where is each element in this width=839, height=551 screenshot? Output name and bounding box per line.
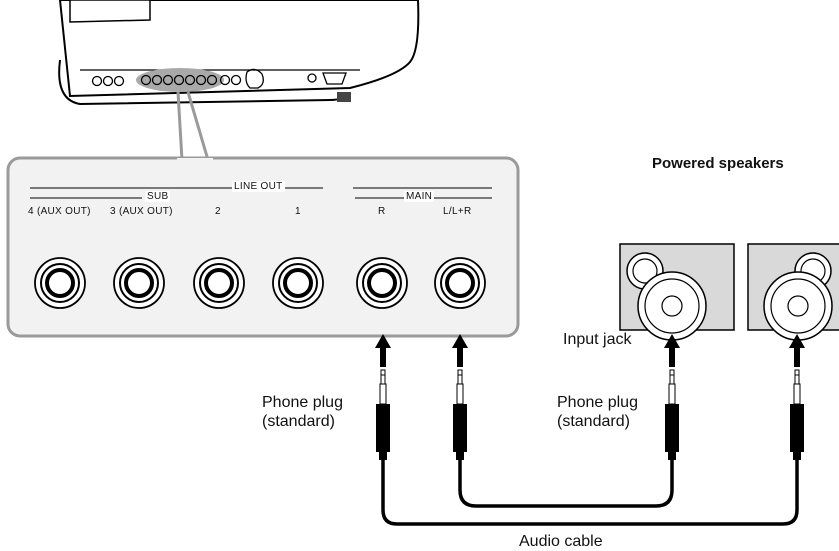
jack-4-aux [34,257,86,309]
jack-main-l [434,257,486,309]
audio-cables [381,460,799,526]
speakers-title: Powered speakers [652,155,784,172]
audio-cable-label: Audio cable [519,533,603,550]
plug-3 [665,369,679,460]
plug-2 [453,369,467,460]
speaker-left [619,243,735,341]
plug-label-left-1: Phone plug [262,394,343,411]
plug-4 [790,369,804,460]
jack-panel [6,156,520,338]
line-out-jacks [34,257,486,309]
instrument-ports [91,68,347,89]
plug-label-right-1: Phone plug [557,394,638,411]
jack-label-1: 1 [295,206,301,217]
main-label: MAIN [404,191,435,202]
jack-label-2: 2 [215,206,221,217]
input-jack-label: Input jack [563,331,632,348]
jack-2 [193,257,245,309]
jack-1 [272,257,324,309]
speaker-right [747,243,839,341]
phone-plugs [376,369,804,460]
plug-label-left-2: (standard) [262,413,335,430]
jack-label-4: 4 (AUX OUT) [28,206,91,217]
jack-label-r: R [378,206,386,217]
line-out-label: LINE OUT [232,181,285,192]
plug-label-right-2: (standard) [557,413,630,430]
arrow-main-l [452,334,468,367]
jack-label-3: 3 (AUX OUT) [110,206,173,217]
instrument-body [58,0,420,161]
plug-1 [376,369,390,460]
jack-label-l: L/L+R [443,206,472,217]
sub-label: SUB [145,191,171,202]
jack-main-r [356,257,408,309]
jack-3-aux [113,257,165,309]
arrow-main-r [375,334,391,367]
